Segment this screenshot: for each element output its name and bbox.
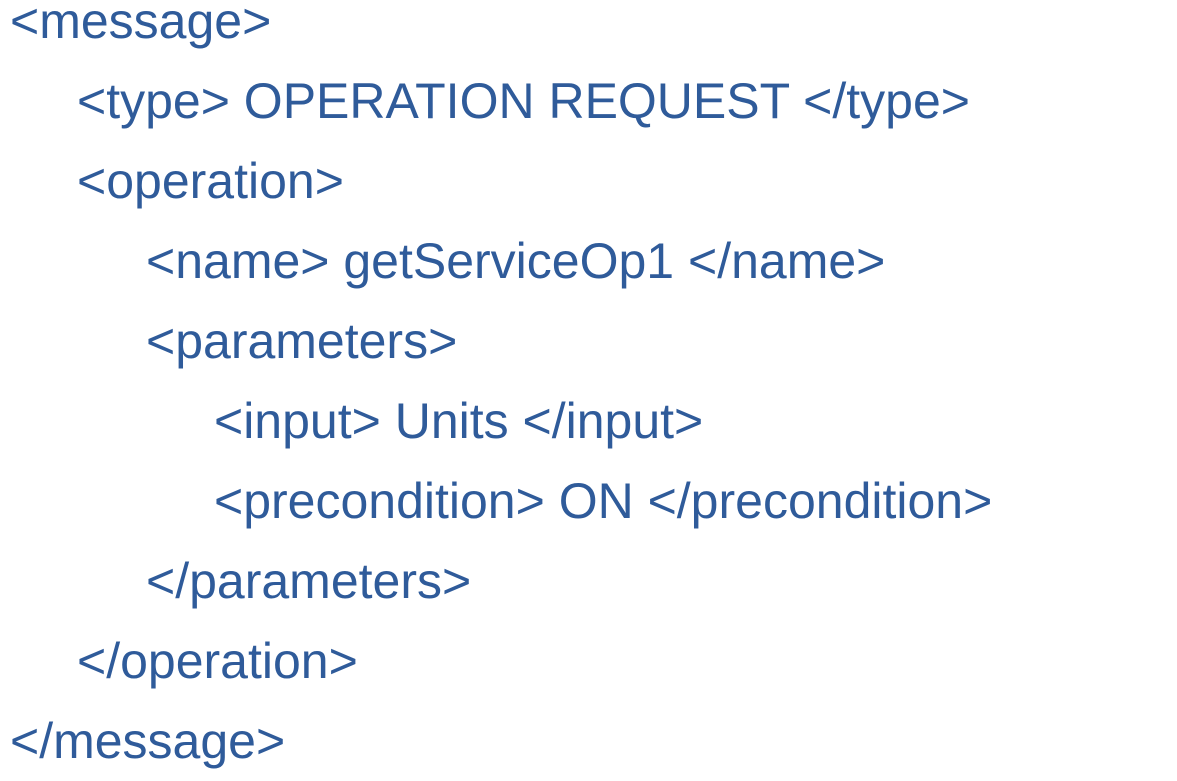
xml-line-name: <name> getServiceOp1 </name> (146, 233, 886, 289)
xml-line-parameters-close: </parameters> (146, 553, 472, 609)
xml-line-message-open: <message> (10, 0, 272, 49)
xml-line-parameters-open: <parameters> (146, 313, 458, 369)
xml-line-operation-open: <operation> (77, 153, 344, 209)
xml-line-message-close: </message> (10, 713, 286, 769)
xml-line-operation-close: </operation> (77, 633, 358, 689)
xml-line-precondition: <precondition> ON </precondition> (214, 473, 993, 529)
xml-code-block: <message> <type> OPERATION REQUEST </typ… (10, 0, 993, 769)
xml-line-input: <input> Units </input> (214, 393, 704, 449)
xml-line-type: <type> OPERATION REQUEST </type> (77, 73, 970, 129)
